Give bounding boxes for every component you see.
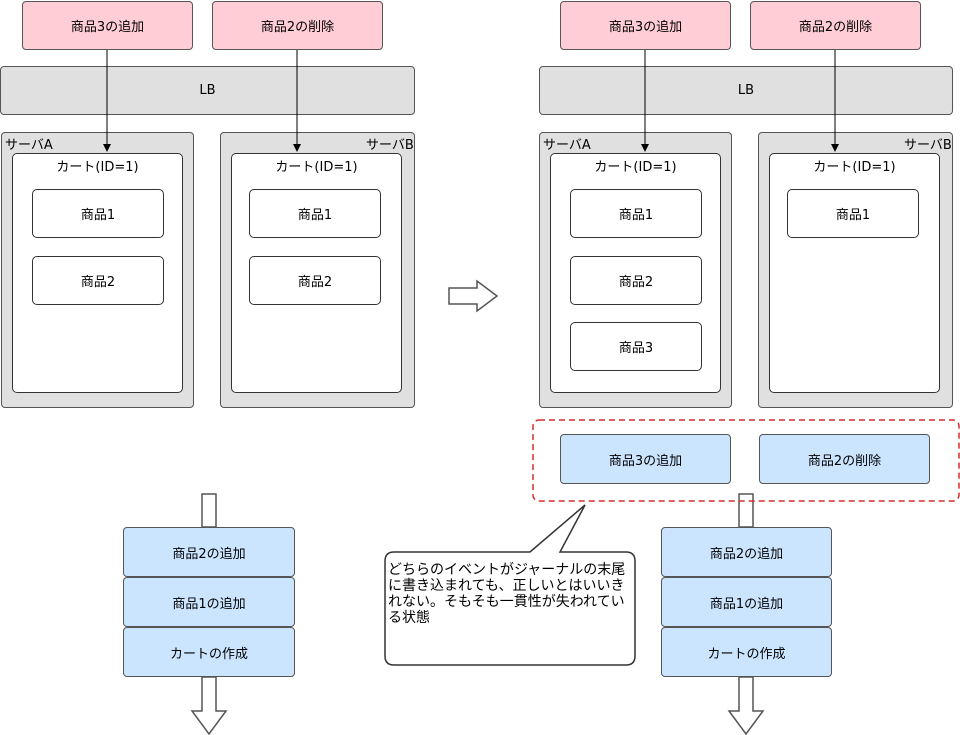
right-load-balancer: LB xyxy=(539,66,953,115)
left-server-b-cart-label: カート(ID=1) xyxy=(275,160,358,175)
right-server-b-item: 商品1 xyxy=(787,189,919,238)
note-text: どちらのイベントがジャーナルの末尾に書き込まれても、正しいとはいいきれない。そも… xyxy=(388,562,626,626)
right-journal-flow-arrow-tail xyxy=(738,493,754,528)
left-server-a-label: サーバA xyxy=(5,138,53,153)
journal-entry-label: 商品1の追加 xyxy=(172,596,246,612)
left-event-delete-item2: 商品2の削除 xyxy=(212,1,383,50)
note-callout xyxy=(384,504,636,666)
left-server-a-cart-label: カート(ID=1) xyxy=(56,160,139,175)
right-server-b-label: サーバB xyxy=(904,138,952,153)
left-server-a-item: 商品1 xyxy=(32,189,164,238)
item-label: 商品2 xyxy=(80,275,116,290)
left-event-add-item3-label: 商品3の追加 xyxy=(70,20,145,35)
right-journal-flow-arrow-head xyxy=(727,676,765,735)
item-label: 商品1 xyxy=(297,208,333,223)
pending-event-label: 商品2の削除 xyxy=(807,453,882,469)
left-event-delete-item2-label: 商品2の削除 xyxy=(260,20,335,35)
right-server-a-item: 商品3 xyxy=(570,322,702,371)
item-label: 商品1 xyxy=(80,208,116,223)
pending-event-label: 商品3の追加 xyxy=(608,453,683,469)
left-server-b-label: サーバB xyxy=(366,138,414,153)
journal-entry-label: 商品2の追加 xyxy=(172,546,246,562)
item-label: 商品1 xyxy=(618,208,654,223)
inconsistency-group-box xyxy=(532,419,960,502)
left-load-balancer: LB xyxy=(0,66,415,115)
journal-entry-label: カートの作成 xyxy=(707,646,786,662)
left-server-b-item: 商品1 xyxy=(249,189,381,238)
left-journal-flow-arrow-head xyxy=(190,676,228,735)
right-pending-add-item3: 商品3の追加 xyxy=(560,434,731,484)
right-pending-delete-item2: 商品2の削除 xyxy=(759,434,930,484)
right-lb-label: LB xyxy=(737,83,755,98)
right-event-delete-item2-label: 商品2の削除 xyxy=(798,20,873,35)
right-event-delete-item2: 商品2の削除 xyxy=(750,1,921,50)
right-event-add-item3-label: 商品3の追加 xyxy=(608,20,683,35)
left-journal-flow-arrow-tail xyxy=(201,493,217,528)
journal-entry-label: カートの作成 xyxy=(169,646,248,662)
left-lb-label: LB xyxy=(199,83,216,98)
item-label: 商品2 xyxy=(618,275,654,290)
item-label: 商品2 xyxy=(297,275,333,290)
left-journal-entry: 商品1の追加 xyxy=(123,577,295,627)
transition-arrow xyxy=(448,279,499,313)
right-event-add-item3: 商品3の追加 xyxy=(560,1,731,50)
right-server-a-label: サーバA xyxy=(543,138,591,153)
right-server-a-cart-label: カート(ID=1) xyxy=(594,160,677,175)
left-server-b-item: 商品2 xyxy=(249,256,381,305)
right-server-a-item: 商品1 xyxy=(570,189,702,238)
left-event-add-item3: 商品3の追加 xyxy=(22,1,193,50)
journal-entry-label: 商品1の追加 xyxy=(709,596,784,612)
journal-entry-label: 商品2の追加 xyxy=(709,546,784,562)
right-journal-entry: 商品1の追加 xyxy=(661,577,832,627)
left-server-a-item: 商品2 xyxy=(32,256,164,305)
item-label: 商品3 xyxy=(618,341,654,356)
left-journal-entry: カートの作成 xyxy=(123,627,295,677)
right-server-a-item: 商品2 xyxy=(570,256,702,305)
right-server-b-cart-label: カート(ID=1) xyxy=(813,160,896,175)
left-journal-entry: 商品2の追加 xyxy=(123,527,295,577)
item-label: 商品1 xyxy=(835,208,871,223)
